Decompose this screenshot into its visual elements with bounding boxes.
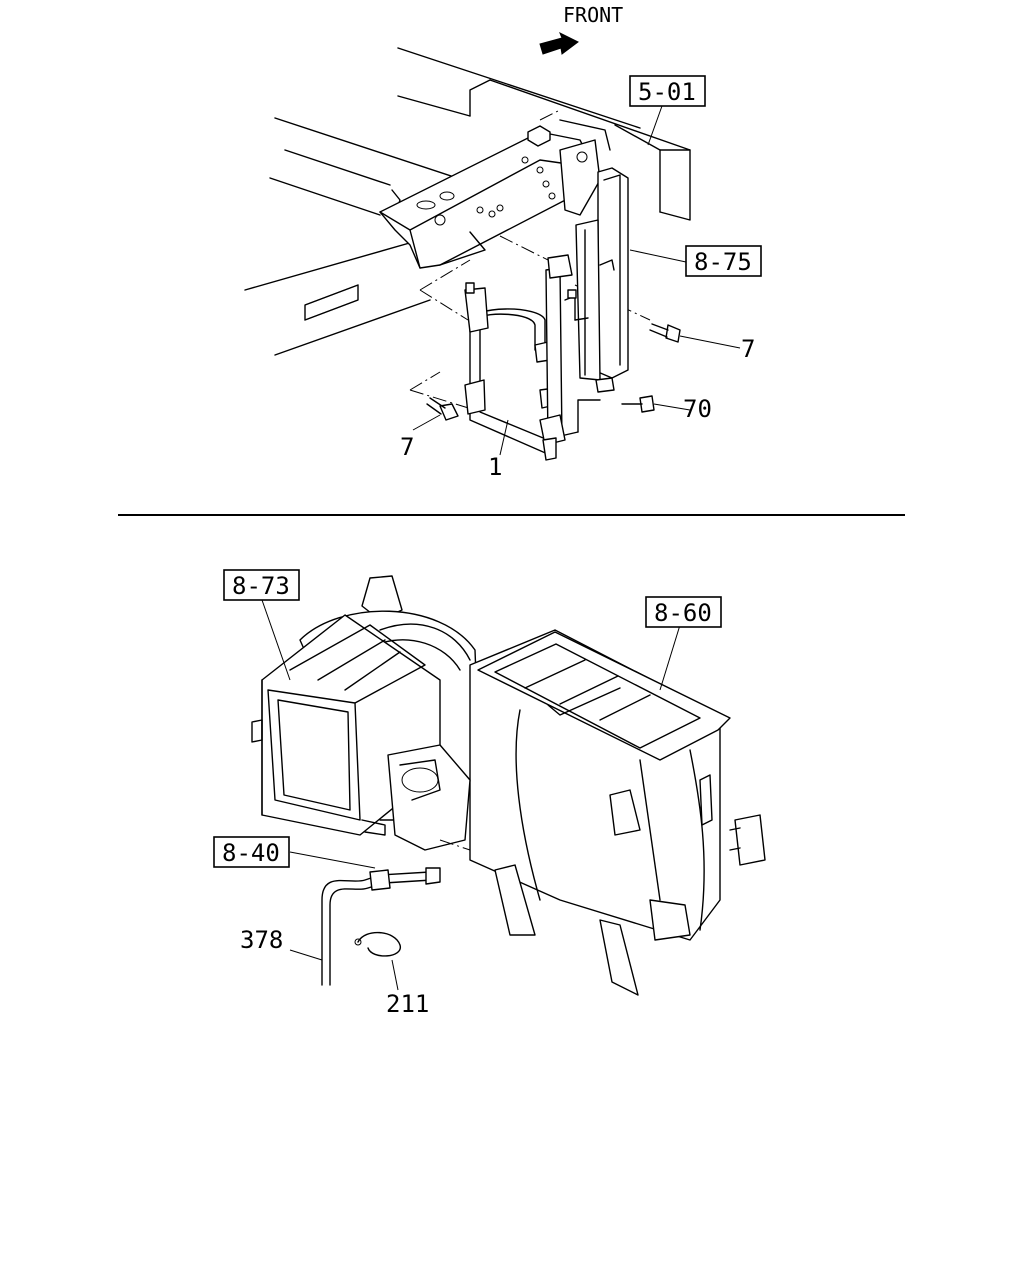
part-number-378: 378 [240, 926, 283, 954]
part-number-1: 1 [488, 453, 502, 481]
front-direction-indicator: FRONT [539, 3, 623, 55]
callout-8-60[interactable]: 8-60 [645, 596, 722, 628]
part-number-70: 70 [683, 395, 712, 423]
hose-clamp-icon [357, 931, 401, 957]
vehicle-frame-rails [244, 47, 691, 356]
callout-5-01-label: 5-01 [638, 78, 696, 106]
leader-lines-top [412, 105, 741, 456]
front-arrow-icon [539, 31, 579, 55]
part-number-7-left: 7 [400, 433, 414, 461]
part-number-211: 211 [386, 990, 429, 1018]
drain-hose-assembly [321, 867, 441, 986]
leader-lines-bottom [261, 599, 681, 991]
callout-8-40[interactable]: 8-40 [213, 836, 290, 868]
callout-8-73-label: 8-73 [232, 572, 290, 600]
callout-8-73[interactable]: 8-73 [223, 569, 300, 601]
callout-8-75-label: 8-75 [694, 248, 752, 276]
heater-evaporator-unit [387, 629, 766, 996]
nut-icon [639, 395, 655, 413]
fasteners-top [426, 323, 681, 421]
callout-8-40-label: 8-40 [222, 839, 280, 867]
callout-8-75[interactable]: 8-75 [685, 245, 762, 277]
receiver-drier-assembly [464, 167, 629, 461]
bolt-icon-right [665, 324, 681, 343]
part-number-7-right: 7 [741, 335, 755, 363]
front-label: FRONT [563, 3, 623, 27]
callout-8-60-label: 8-60 [654, 599, 712, 627]
callout-5-01[interactable]: 5-01 [629, 75, 706, 107]
